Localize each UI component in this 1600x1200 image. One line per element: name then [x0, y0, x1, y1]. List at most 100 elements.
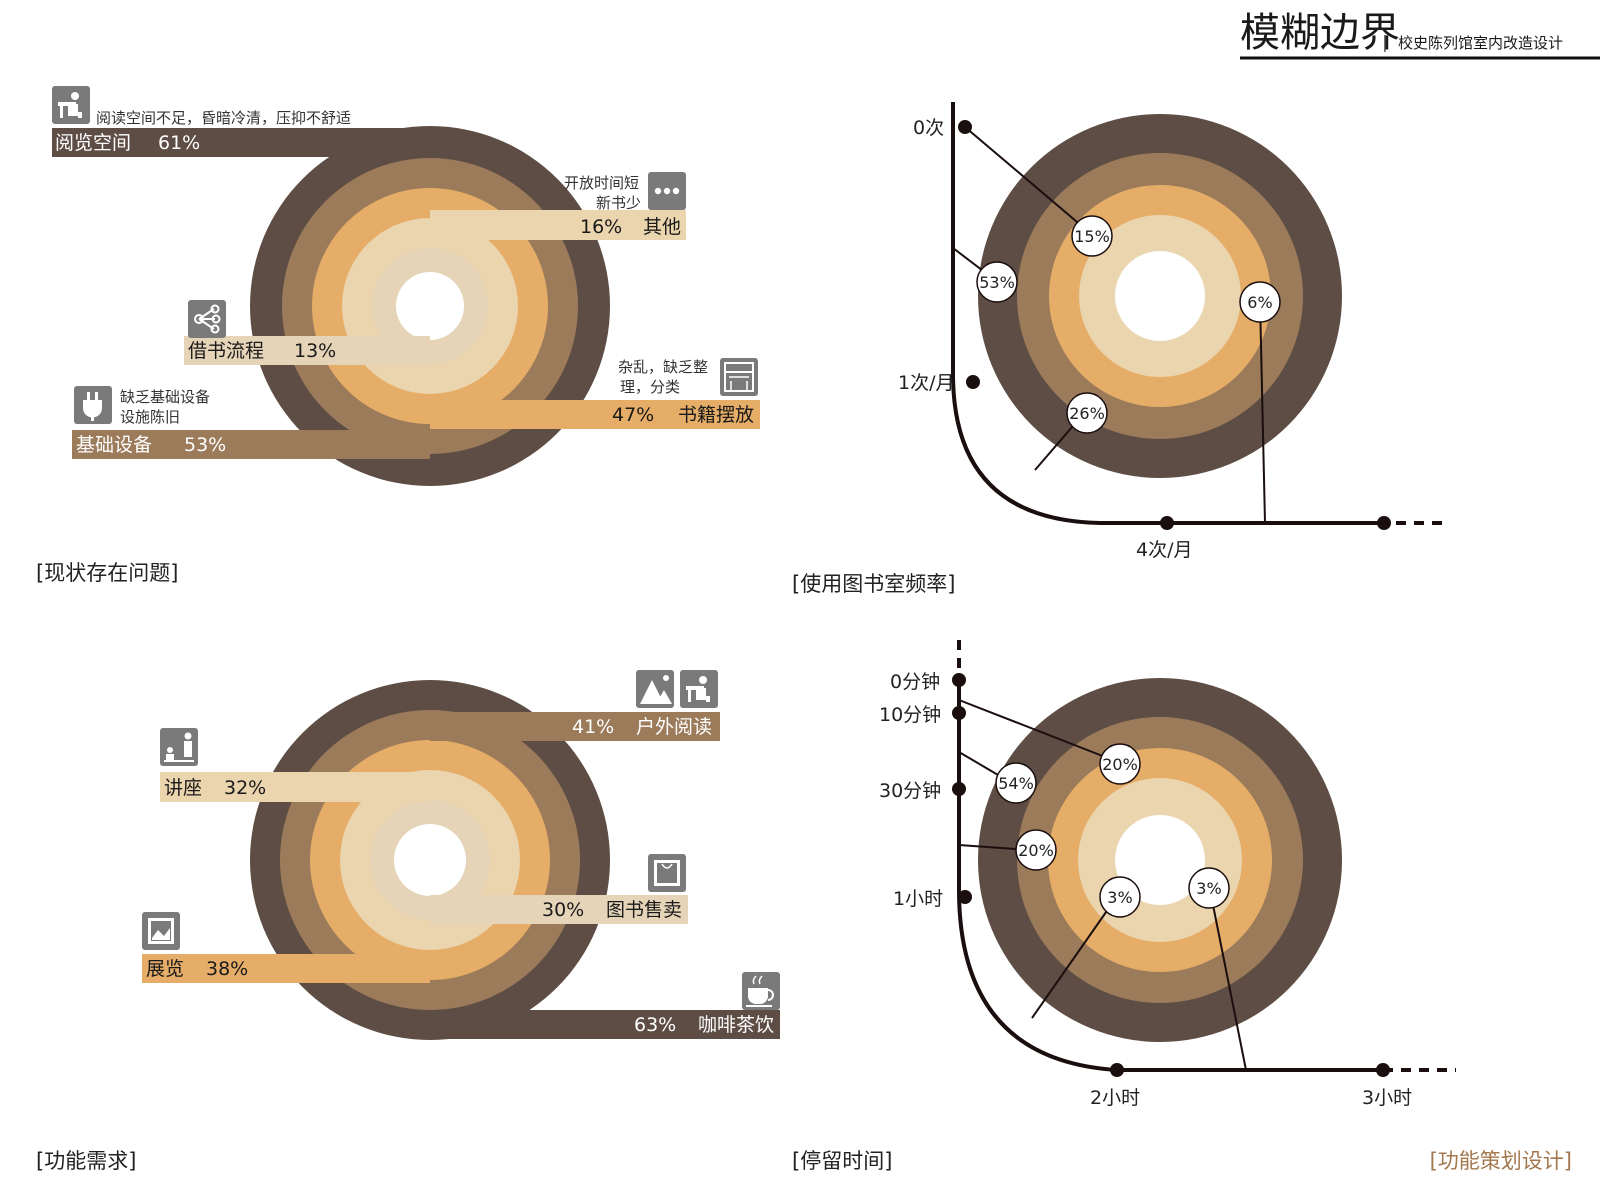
- freq-axis-1: 1次/月: [898, 372, 955, 394]
- section-label-problems: [现状存在问题]: [36, 561, 178, 585]
- bar-other: [430, 210, 686, 240]
- note-infrastructure-2: 设施陈旧: [120, 408, 180, 426]
- bar-value-coffee: 63%: [634, 1014, 676, 1036]
- bar-coffee: [430, 1010, 780, 1039]
- freq-bubble-6: 6%: [1239, 281, 1281, 323]
- bar-label-infrastructure: 基础设备: [76, 434, 152, 456]
- svg-text:20%: 20%: [1102, 755, 1138, 774]
- svg-text:26%: 26%: [1069, 404, 1105, 423]
- svg-text:3%: 3%: [1196, 879, 1221, 898]
- stay-node-2h: [1110, 1063, 1124, 1077]
- svg-text:20%: 20%: [1018, 841, 1054, 860]
- stay-axis-3h: 3小时: [1362, 1087, 1412, 1109]
- bar-label-lecture: 讲座: [164, 777, 202, 799]
- chart-stay-time: 0分钟 10分钟 30分钟 1小时 2小时 3小时 20% 54% 20% 3%…: [792, 640, 1456, 1173]
- stay-axis-1h: 1小时: [893, 888, 943, 910]
- stay-leader-3a: [1031, 894, 1119, 1019]
- bar-value-lecture: 32%: [224, 777, 266, 799]
- freq-bubble-53: 53%: [976, 261, 1018, 303]
- stay-node-0: [952, 673, 966, 687]
- stay-node-10: [952, 706, 966, 720]
- bar-lecture: [160, 772, 430, 802]
- bar-label-borrowing: 借书流程: [188, 340, 264, 362]
- stay-leader-3b: [1209, 889, 1247, 1071]
- stay-ring-hole: [1115, 815, 1205, 905]
- note-infrastructure-1: 缺乏基础设备: [120, 388, 210, 406]
- bookshelf-icon: [720, 358, 758, 396]
- freq-node-end: [1377, 516, 1391, 530]
- bar-value-book-sale: 30%: [542, 899, 584, 921]
- picture-frame-icon: [142, 912, 180, 950]
- bar-label-book-arrangement: 书籍摆放: [678, 404, 754, 426]
- share-flow-icon: [188, 300, 226, 338]
- page-header: 模糊边界 | 校史陈列馆室内改造设计: [1240, 10, 1600, 60]
- bar-value-other: 16%: [580, 216, 622, 238]
- freq-leader-15: [964, 126, 1091, 234]
- bar-outdoor-reading: [430, 712, 720, 741]
- stay-axis-0: 0分钟: [890, 671, 940, 693]
- freq-bubble-26: 26%: [1066, 392, 1108, 434]
- bar-label-outdoor-reading: 户外阅读: [636, 716, 712, 738]
- stay-bubble-20b: 20%: [1015, 829, 1057, 871]
- freq-leader-6: [1259, 299, 1266, 524]
- stay-bubble-20a: 20%: [1099, 743, 1141, 785]
- bar-book-sale: [430, 895, 688, 924]
- svg-text:6%: 6%: [1247, 293, 1272, 312]
- chart-problems: 阅览空间 61% 16% 其他 借书流程 13% 47% 书籍摆放 基础设备 5…: [36, 86, 760, 585]
- reading-person-icon: [52, 86, 90, 124]
- stay-axis-2h: 2小时: [1090, 1087, 1140, 1109]
- footer-tag: [功能策划设计]: [1430, 1149, 1572, 1173]
- section-label-frequency: [使用图书室频率]: [792, 572, 955, 596]
- bar-book-arrangement: [430, 400, 760, 429]
- stay-bubble-3b: 3%: [1188, 867, 1230, 909]
- svg-text:54%: 54%: [998, 774, 1034, 793]
- svg-text:15%: 15%: [1074, 227, 1110, 246]
- note-book-arrangement-1: 杂乱，缺乏整: [618, 358, 708, 376]
- bar-borrowing: [184, 336, 430, 365]
- bar-value-reading-space: 61%: [158, 132, 200, 154]
- section-label-demands: [功能需求]: [36, 1149, 136, 1173]
- lecture-icon: [160, 728, 198, 766]
- bar-value-book-arrangement: 47%: [612, 404, 654, 426]
- stay-node-3h: [1376, 1063, 1390, 1077]
- bar-label-other: 其他: [643, 216, 681, 238]
- page-title: 模糊边界: [1240, 10, 1400, 56]
- section-label-stay-time: [停留时间]: [792, 1149, 892, 1173]
- page-subtitle: 校史陈列馆室内改造设计: [1398, 34, 1563, 52]
- chart-demands: 41% 户外阅读 讲座 32% 30% 图书售卖 展览 38% 63% 咖啡茶饮: [36, 670, 780, 1173]
- outdoor-reading-icon: [636, 670, 718, 708]
- freq-axis-4: 4次/月: [1136, 539, 1193, 561]
- demand-ring-hole: [394, 824, 466, 896]
- bar-value-outdoor-reading: 41%: [572, 716, 614, 738]
- bar-value-exhibition: 38%: [206, 958, 248, 980]
- svg-text:3%: 3%: [1107, 888, 1132, 907]
- stay-bubble-54: 54%: [995, 762, 1037, 804]
- plug-icon: [74, 386, 112, 424]
- stay-axis-10: 10分钟: [879, 704, 941, 726]
- note-book-arrangement-2: 理，分类: [620, 378, 680, 396]
- stay-leader-20a: [958, 699, 1119, 763]
- freq-node-1: [966, 375, 980, 389]
- bar-label-reading-space: 阅览空间: [55, 132, 131, 154]
- more-dots-icon: [648, 172, 686, 210]
- title-divider: |: [1382, 33, 1388, 53]
- bar-label-book-sale: 图书售卖: [606, 899, 682, 921]
- stay-node-30: [952, 782, 966, 796]
- freq-node-0: [958, 120, 972, 134]
- stay-axis-30: 30分钟: [879, 780, 941, 802]
- bar-value-infrastructure: 53%: [184, 434, 226, 456]
- freq-axis-0: 0次: [913, 117, 944, 139]
- freq-node-4: [1160, 516, 1174, 530]
- stay-bubble-3a: 3%: [1099, 876, 1141, 918]
- shopping-bag-icon: [648, 854, 686, 892]
- note-other-1: 开放时间短: [564, 174, 639, 192]
- coffee-cup-icon: [742, 972, 780, 1010]
- note-reading-space: 阅读空间不足，昏暗冷清，压抑不舒适: [96, 109, 351, 127]
- bar-label-exhibition: 展览: [146, 958, 184, 980]
- ring-center-hole: [396, 272, 464, 340]
- svg-text:53%: 53%: [979, 273, 1015, 292]
- bar-reading-space: [52, 128, 430, 157]
- note-other-2: 新书少: [596, 194, 641, 212]
- bar-label-coffee: 咖啡茶饮: [698, 1014, 774, 1036]
